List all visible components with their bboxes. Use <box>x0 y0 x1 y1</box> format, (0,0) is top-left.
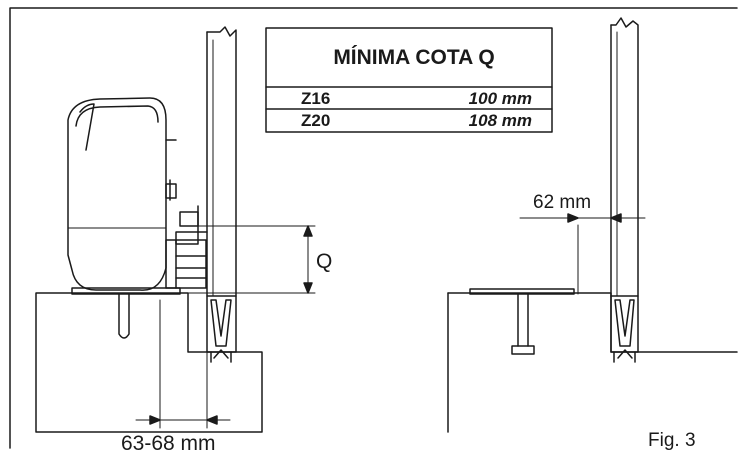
left-concrete-base <box>35 292 263 433</box>
left-rack <box>197 205 208 233</box>
anchor-bolt <box>118 293 130 339</box>
min-q-table <box>265 27 553 133</box>
q-dimension <box>187 225 316 294</box>
right-concrete-base <box>447 292 738 353</box>
figure-label: Fig. 3 <box>648 430 696 451</box>
left-rail-wheel <box>206 295 237 363</box>
dim-62 <box>519 213 646 223</box>
q-label: Q <box>316 250 332 273</box>
motor-housing <box>67 97 167 291</box>
pinion-assembly <box>165 231 207 289</box>
table-border <box>265 27 553 133</box>
table-title: MÍNIMA COTA Q <box>333 46 494 69</box>
right-view <box>447 17 738 433</box>
right-rail-wheel <box>610 295 639 363</box>
dim-63-68-label: 63-68 mm <box>121 432 216 455</box>
right-base-plate <box>469 288 575 295</box>
right-anchor-bolt <box>517 293 529 347</box>
frame-border <box>9 7 738 449</box>
motor-unit <box>67 97 177 291</box>
dim-63-68 <box>135 299 231 429</box>
left-view <box>35 26 316 433</box>
base-plate <box>71 287 181 295</box>
left-gate-post <box>206 26 237 297</box>
table-row-value: 108 mm <box>469 111 532 130</box>
table-row-key: Z20 <box>301 111 330 130</box>
table-row-value: 100 mm <box>469 89 532 108</box>
right-gate-post <box>610 17 639 297</box>
table-row-key: Z16 <box>301 89 330 108</box>
dim-62-label: 62 mm <box>533 192 591 213</box>
